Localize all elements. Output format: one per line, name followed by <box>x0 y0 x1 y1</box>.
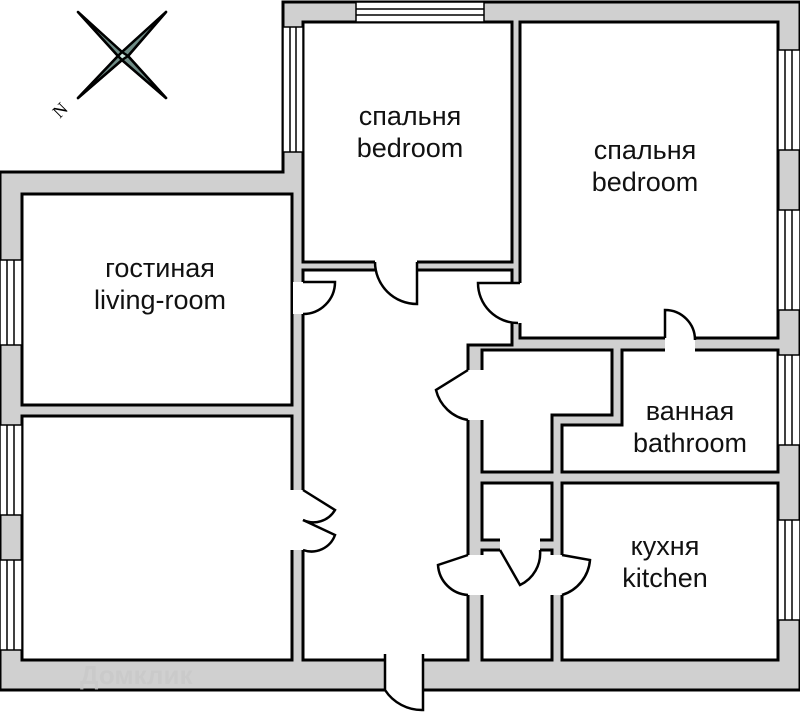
door-bedroom-2 <box>476 281 520 325</box>
room-name-en: bedroom <box>356 133 464 163</box>
label-living-room: гостиная living-room <box>60 252 260 316</box>
label-bathroom: ванная bathroom <box>610 395 770 459</box>
door-bedroom-1 <box>373 261 419 306</box>
room-bathroom <box>560 348 780 474</box>
room-name-en: living-room <box>93 285 227 315</box>
room-name-en: bedroom <box>591 167 699 197</box>
room-name-ru: ванная <box>645 396 735 426</box>
room-small-2 <box>480 548 554 662</box>
room-name-ru: кухня <box>630 531 700 561</box>
room-bedroom-2 <box>518 20 780 340</box>
room-name-ru: спальня <box>593 135 697 165</box>
label-kitchen: кухня kitchen <box>585 530 745 594</box>
door-lower-left-2 <box>302 518 337 553</box>
room-name-ru: гостиная <box>105 253 215 283</box>
room-name-en: bathroom <box>632 428 748 458</box>
room-closet-1 <box>480 348 614 474</box>
window <box>0 559 23 651</box>
window <box>282 26 304 153</box>
compass-icon <box>76 10 168 100</box>
window <box>777 519 800 621</box>
door-entrance <box>383 654 425 712</box>
window <box>777 49 800 151</box>
label-bedroom-1: спальня bedroom <box>330 100 490 164</box>
room-name-en: kitchen <box>622 563 708 593</box>
door-living <box>302 280 337 316</box>
label-bedroom-2: спальня bedroom <box>565 134 725 198</box>
window <box>0 259 23 346</box>
door-swings <box>302 261 697 712</box>
watermark: Домклик <box>80 660 193 690</box>
door-closet <box>434 368 469 422</box>
window <box>777 354 800 446</box>
window <box>355 1 485 23</box>
door-bath-hall <box>663 308 697 341</box>
door-small-1 <box>498 549 542 587</box>
room-small-1 <box>480 481 554 542</box>
room-lower-left <box>20 414 294 662</box>
window <box>0 424 23 516</box>
corridor <box>301 268 514 662</box>
window <box>777 209 800 311</box>
room-name-ru: спальня <box>358 101 462 131</box>
door-small-2 <box>436 553 469 597</box>
windows <box>0 1 800 651</box>
door-kitchen <box>561 553 592 597</box>
